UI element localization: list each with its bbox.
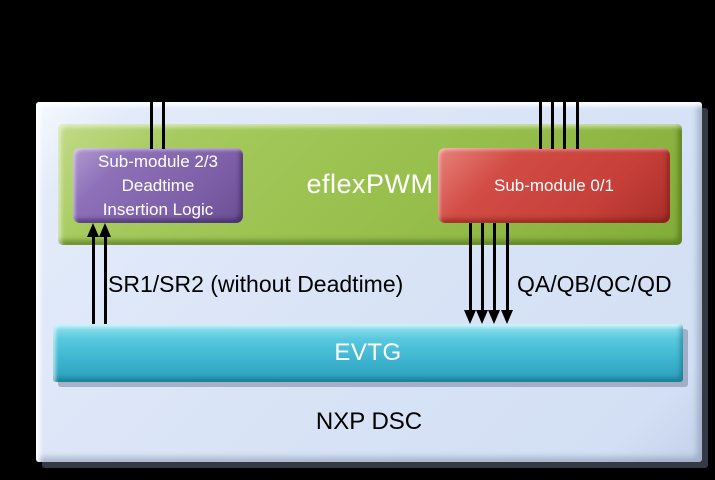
evtg-box: EVTG <box>53 324 683 382</box>
evtg-label: EVTG <box>334 339 402 366</box>
submodule-01-label: Sub-module 0/1 <box>493 175 615 195</box>
submodule-23-label-line3: Insertion Logic <box>102 199 214 219</box>
sr-signal-label: SR1/SR2 (without Deadtime) <box>108 271 404 297</box>
q-pin-line-4 <box>576 96 579 149</box>
q-evtg-line-3 <box>493 223 496 312</box>
submodule-23-label-line1: Sub-module 2/3 <box>97 151 219 171</box>
q-evtg-line-1 <box>469 223 472 312</box>
submodule-01-box: Sub-module 0/1 <box>438 148 670 223</box>
q-pin-line-1 <box>539 96 542 149</box>
sr-pin-line-2 <box>162 96 165 149</box>
nxp-dsc-label: NXP DSC <box>315 408 423 435</box>
sr-evtg-line-1 <box>92 235 95 324</box>
q-pin-line-3 <box>563 96 566 149</box>
down-arrowhead-icon <box>464 310 476 324</box>
down-arrowhead-icon <box>476 310 488 324</box>
sr-evtg-line-2 <box>104 235 107 324</box>
eflexpwm-label: eflexPWM <box>306 169 434 199</box>
up-arrowhead-icon <box>87 223 99 237</box>
up-arrowhead-icon <box>99 223 111 237</box>
q-pin-line-2 <box>551 96 554 149</box>
q-evtg-line-2 <box>481 223 484 312</box>
submodule-23-label-line2: Deadtime <box>121 175 195 195</box>
down-arrowhead-icon <box>501 310 513 324</box>
sr-pin-line-1 <box>150 96 153 149</box>
q-evtg-line-4 <box>506 223 509 312</box>
q-signal-label: QA/QB/QC/QD <box>517 271 672 297</box>
down-arrowhead-icon <box>488 310 500 324</box>
submodule-23-box: Sub-module 2/3 Deadtime Insertion Logic <box>73 148 243 223</box>
